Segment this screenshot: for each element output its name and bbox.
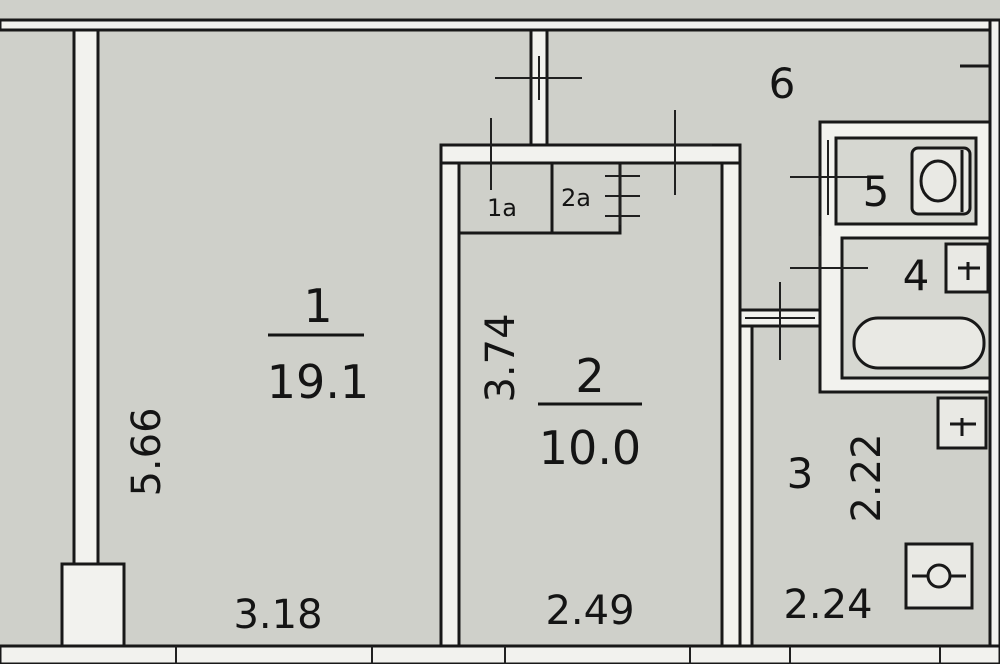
room2-area: 10.0 <box>539 421 641 475</box>
room1-width-dimension: 3.18 <box>233 592 322 638</box>
sink-icon <box>936 396 988 450</box>
stove-icon <box>904 542 974 610</box>
room5-number: 5 <box>863 167 890 216</box>
room3-depth-dimension: 2.22 <box>844 433 890 522</box>
room2a-number: 2a <box>561 184 591 212</box>
left-partition <box>60 28 126 648</box>
top-wall <box>0 18 1000 32</box>
room3-width-dimension: 2.24 <box>783 582 872 628</box>
room6-number: 6 <box>769 59 796 108</box>
room1-area: 19.1 <box>267 355 369 409</box>
toilet-icon <box>910 146 972 216</box>
room2-depth-dimension: 3.74 <box>478 313 524 402</box>
room1a-number: 1a <box>487 194 517 222</box>
room1-number: 1 <box>303 279 332 333</box>
room2-width-dimension: 2.49 <box>545 588 634 634</box>
room1-depth-dimension: 5.66 <box>124 407 170 496</box>
sink-icon <box>944 242 990 294</box>
room3-number: 3 <box>787 449 814 498</box>
bottom-wall <box>0 644 1000 664</box>
room2-number: 2 <box>575 349 604 403</box>
room2-walls <box>439 110 742 648</box>
bathtub-icon <box>852 316 986 370</box>
room4-number: 4 <box>903 251 930 300</box>
